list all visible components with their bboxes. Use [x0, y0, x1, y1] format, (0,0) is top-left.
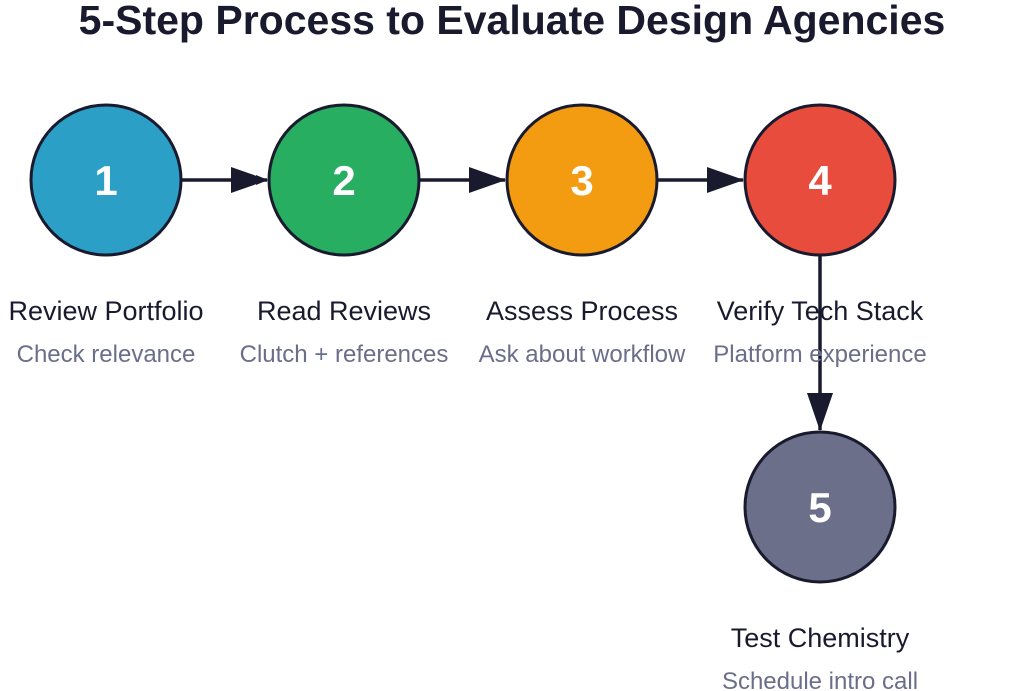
step-5: 5 Test Chemistry Schedule intro call: [722, 430, 918, 691]
step-3-circle: [505, 103, 659, 257]
step-3-number: 3: [570, 157, 593, 204]
step-3-label: Assess Process: [486, 296, 678, 326]
arrowhead-3-to-4: [707, 167, 744, 193]
step-5-subtitle: Schedule intro call: [722, 668, 918, 691]
arrowhead-4-to-5: [807, 393, 833, 431]
step-5-circle: [743, 430, 897, 584]
arrowhead-2-to-3: [469, 167, 506, 193]
step-4-circle: [743, 103, 897, 257]
page-title: 5-Step Process to Evaluate Design Agenci…: [79, 0, 946, 43]
step-2-circle: [267, 103, 421, 257]
step-4-subtitle: Platform experience: [713, 341, 926, 368]
step-4: 4 Verify Tech Stack Platform experience: [713, 103, 927, 368]
step-5-number: 5: [808, 484, 831, 531]
step-1-subtitle: Check relevance: [17, 341, 196, 368]
step-2-number: 2: [332, 157, 355, 204]
step-2: 2 Read Reviews Clutch + references: [240, 103, 449, 368]
step-1-label: Review Portfolio: [8, 296, 203, 326]
step-4-number: 4: [808, 157, 832, 204]
step-1-number: 1: [94, 157, 117, 204]
step-4-label: Verify Tech Stack: [717, 296, 924, 326]
arrowhead-1-to-2: [231, 167, 268, 193]
step-2-label: Read Reviews: [257, 296, 431, 326]
step-5-label: Test Chemistry: [731, 623, 910, 653]
step-3: 3 Assess Process Ask about workflow: [479, 103, 686, 368]
step-2-subtitle: Clutch + references: [240, 341, 449, 368]
step-1-circle: [29, 103, 183, 257]
step-1: 1 Review Portfolio Check relevance: [8, 103, 204, 368]
step-3-subtitle: Ask about workflow: [479, 341, 686, 368]
